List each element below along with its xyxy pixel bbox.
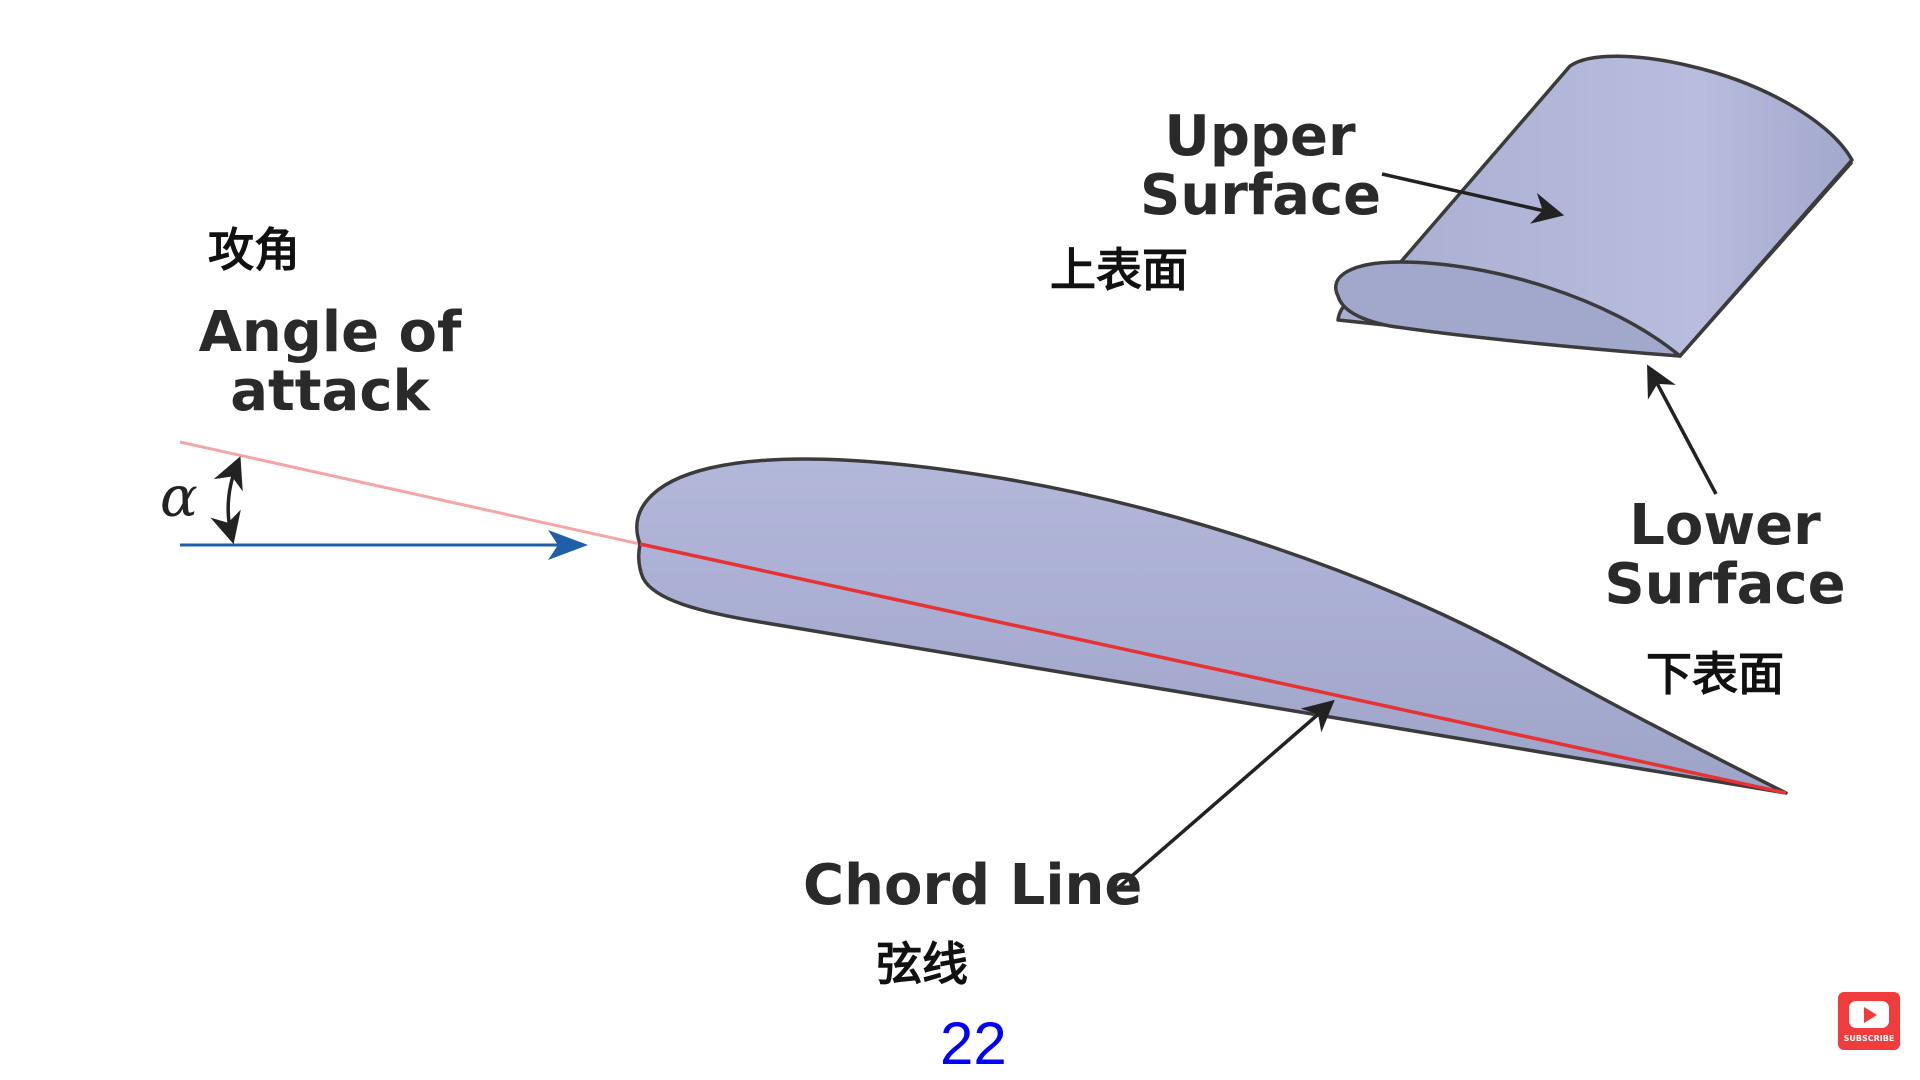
upper-surface-line2: Surface — [1140, 163, 1382, 229]
wing-leading-edge — [1334, 260, 1682, 358]
lower-surface-line1: Lower — [1629, 493, 1821, 558]
lower-surface-arrow — [1647, 364, 1718, 495]
subscribe-button[interactable]: SUBSCRIBE — [1838, 992, 1900, 1050]
angle-arc-arrow — [210, 456, 243, 545]
chord-line-arrow — [1116, 699, 1335, 890]
chord-line-zh-label: 弦线 — [876, 937, 968, 991]
airfoil-profile — [635, 457, 1788, 795]
upper-surface-arrow — [1381, 172, 1565, 224]
lower-surface-zh-label: 下表面 — [1646, 647, 1784, 701]
play-triangle-icon — [1864, 1007, 1877, 1023]
upper-surface-zh-label: 上表面 — [1050, 243, 1188, 297]
wing-trailing-edge — [1678, 160, 1854, 358]
alpha-symbol: α — [160, 465, 198, 530]
angle-of-attack-line2: attack — [230, 359, 430, 425]
lower-surface-line2: Surface — [1604, 552, 1846, 618]
angle-of-attack-label: Angle of attack — [195, 303, 465, 422]
upper-surface-line1: Upper — [1164, 104, 1356, 169]
subscribe-label: SUBSCRIBE — [1843, 1034, 1895, 1043]
page-number: 22 — [940, 1010, 1007, 1077]
chord-line — [639, 542, 1787, 795]
angle-of-attack-zh-label: 攻角 — [208, 223, 300, 277]
upper-surface-label: Upper Surface — [1140, 104, 1382, 229]
angle-of-attack-line1: Angle of — [198, 300, 462, 365]
relative-wind-line — [179, 440, 641, 546]
chord-line-label: Chord Line — [803, 853, 1143, 918]
flow-arrow-head — [548, 530, 588, 560]
lower-surface-label: Lower Surface — [1600, 496, 1850, 615]
